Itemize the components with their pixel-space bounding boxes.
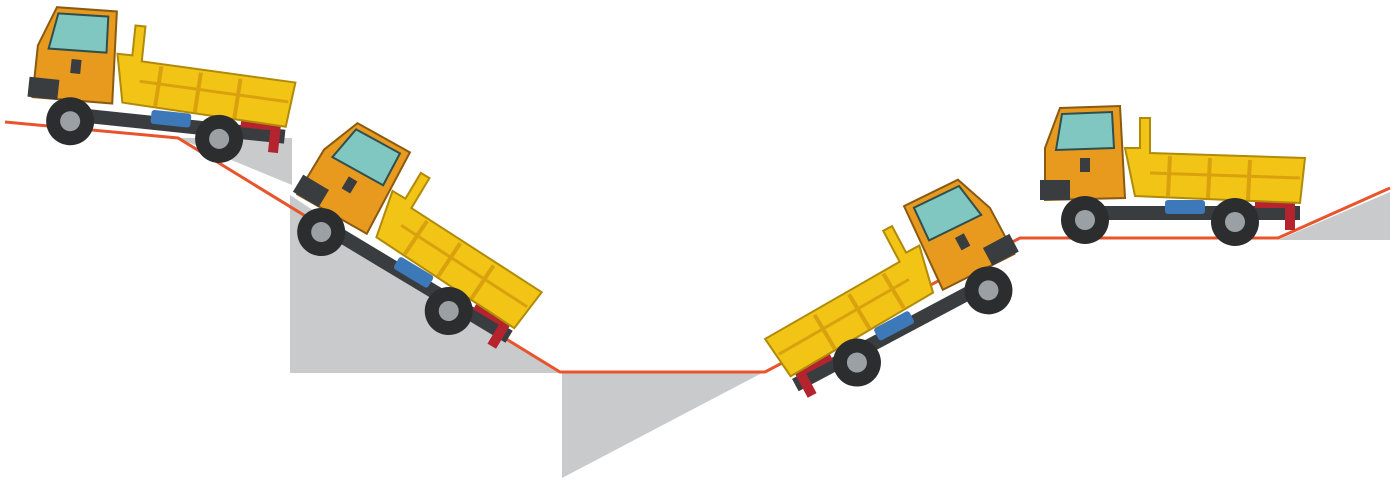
truck-ascending-steep: [741, 169, 1041, 417]
truck-level: [1040, 106, 1305, 246]
angle-wedge-3: [562, 373, 762, 478]
